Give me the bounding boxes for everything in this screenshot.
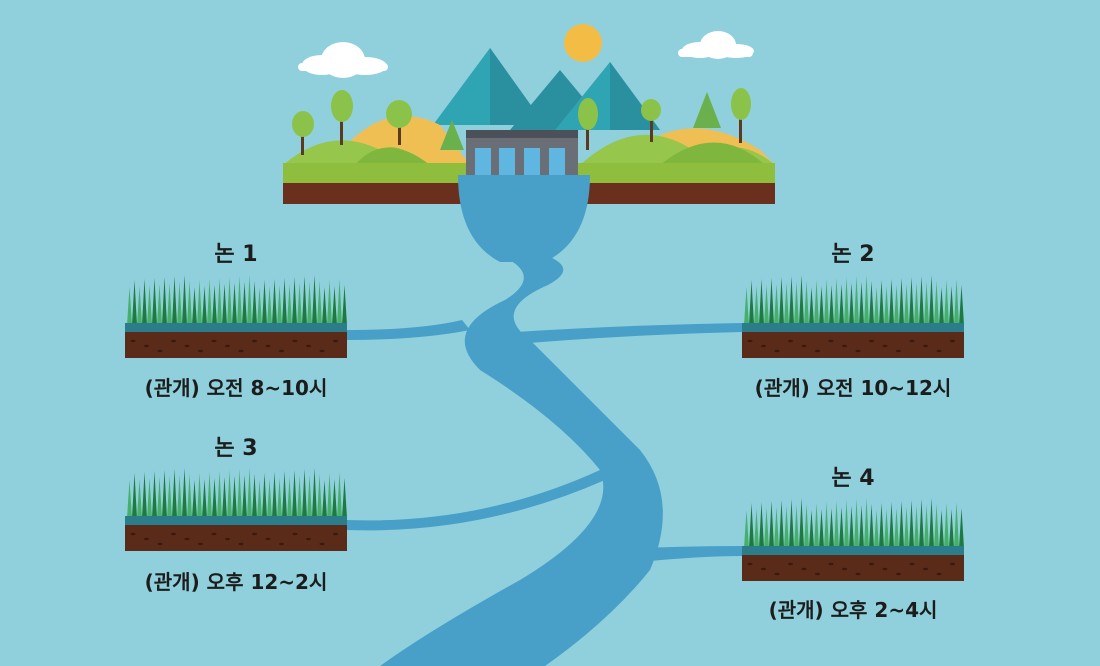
sun-icon xyxy=(564,24,602,62)
dam-icon xyxy=(466,130,578,178)
river xyxy=(346,175,742,666)
trees xyxy=(292,88,751,155)
field-4-schedule: (관개) 오후 2~4시 xyxy=(768,598,938,622)
field-4-title: 논 4 xyxy=(831,466,875,491)
field-3-title: 논 3 xyxy=(214,436,258,461)
cloud-icon-left xyxy=(298,42,388,78)
field-1-title: 논 1 xyxy=(214,242,258,267)
field-3-schedule: (관개) 오후 12~2시 xyxy=(144,570,328,594)
mountains xyxy=(433,48,660,130)
rice-paddy-3 xyxy=(125,468,347,551)
hills xyxy=(283,116,775,165)
field-1-schedule: (관개) 오전 8~10시 xyxy=(144,376,328,400)
rice-paddy-1 xyxy=(125,275,347,358)
rice-paddy-4 xyxy=(742,498,964,581)
field-2-schedule: (관개) 오전 10~12시 xyxy=(754,376,952,400)
cloud-icon-right xyxy=(678,31,754,59)
rice-paddy-2 xyxy=(742,275,964,358)
field-2-title: 논 2 xyxy=(831,242,875,267)
